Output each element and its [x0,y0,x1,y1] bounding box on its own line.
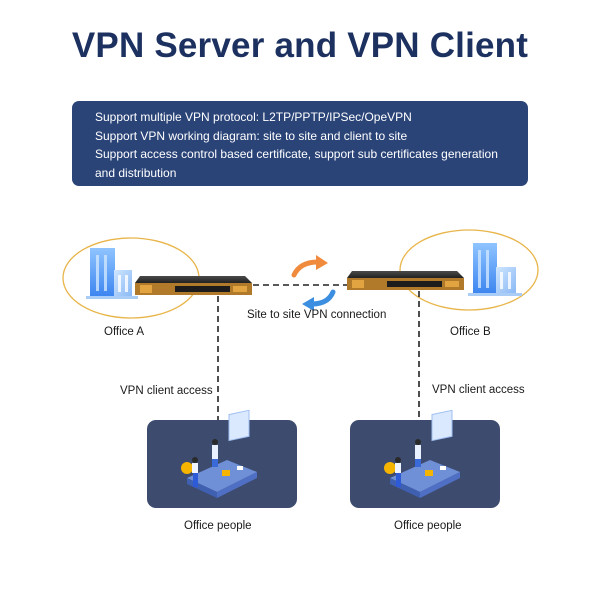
feature-line: Support VPN working diagram: site to sit… [95,128,408,143]
feature-box: Support multiple VPN protocol: L2TP/PPTP… [72,101,528,186]
feature-line: Support access control based certificate… [95,147,498,162]
office-people-label-right: Office people [394,520,462,532]
office-people-illustration-icon [384,409,460,498]
sync-arrow-orange-icon [291,255,328,278]
office-b-label: Office B [450,326,491,338]
vpn-device-b-icon [347,271,464,290]
feature-line: and distribution [95,165,177,180]
client-access-label-right: VPN client access [432,384,525,396]
office-people-illustration-icon [181,409,257,498]
feature-line: Support multiple VPN protocol: L2TP/PPTP… [95,110,412,124]
client-access-label-left: VPN client access [120,385,213,397]
office-a-label: Office A [104,326,145,338]
office-a-building-icon [86,248,138,299]
office-b-ring [399,229,539,311]
sync-arrow-blue-icon [302,289,336,311]
vpn-device-a-icon [135,276,252,295]
office-b-building-icon [468,243,522,296]
page-title: VPN Server and VPN Client [71,26,529,65]
site-to-site-label: Site to site VPN connection [247,309,387,321]
office-people-label-left: Office people [184,520,252,532]
